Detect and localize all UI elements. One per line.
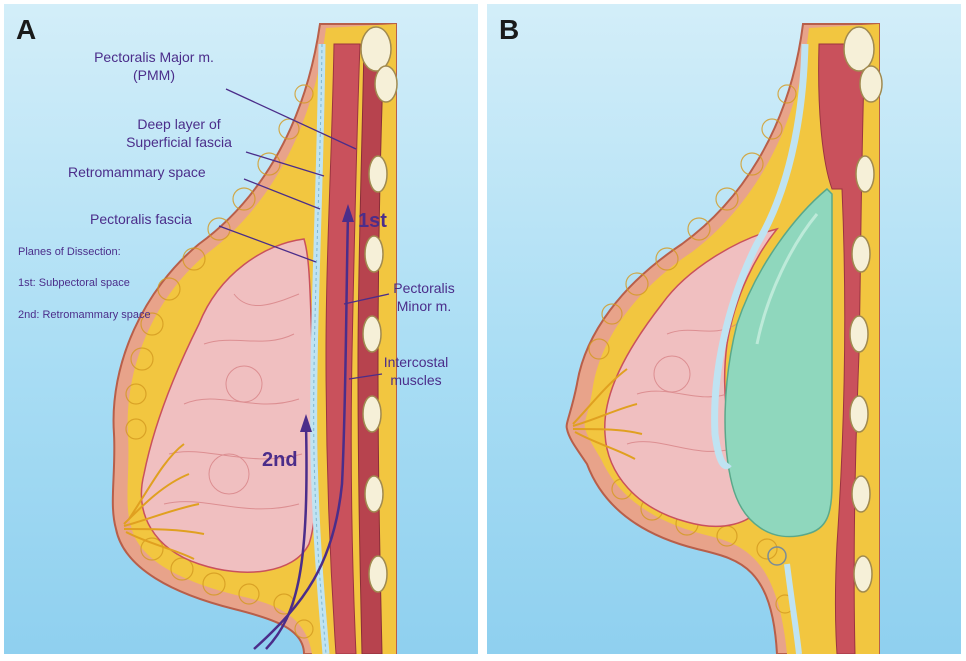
pectoralis-major-muscle xyxy=(325,43,361,654)
gland-texture xyxy=(163,293,303,510)
deep-layer-label: Deep layer of Superficial fascia xyxy=(109,115,249,151)
ribs xyxy=(360,26,398,593)
retromammary-label: Retromammary space xyxy=(68,164,206,180)
planes-title: Planes of Dissection: xyxy=(18,246,121,258)
deep-layer-label-line2: Superficial fascia xyxy=(126,134,232,150)
milk-ducts xyxy=(572,368,643,460)
arrow-head-2nd xyxy=(300,414,312,432)
panel-a-letter: A xyxy=(16,14,37,45)
superficial-fascia xyxy=(711,43,809,470)
pectoralis-fascia-label: Pectoralis fascia xyxy=(90,211,192,227)
panel-b-illustration xyxy=(565,23,883,654)
panel-b: B xyxy=(487,4,961,654)
fat-globules xyxy=(125,84,314,639)
ribs xyxy=(843,26,883,593)
pectoralis-minor-label-line1: Pectoralis xyxy=(393,280,455,296)
pectoralis-minor-label: Pectoralis Minor m. xyxy=(384,279,464,315)
arrow-head-1st xyxy=(342,204,354,222)
pectoralis-minor-label-line2: Minor m. xyxy=(396,298,452,314)
fascia-lower xyxy=(784,563,802,654)
pmm-label-line1: Pectoralis Major m. xyxy=(94,49,214,65)
panel-a: A Pectoralis Major m. (PMM) Deep layer o… xyxy=(4,4,478,654)
pointer-lines xyxy=(218,88,390,380)
plane-first: 1st: Subpectoral space xyxy=(18,277,130,289)
pmm-label: Pectoralis Major m. (PMM) xyxy=(74,48,234,84)
panel-b-letter: B xyxy=(499,14,520,45)
arrow-label-2nd: 2nd xyxy=(262,449,298,471)
implant-highlight xyxy=(755,213,819,345)
plane-second: 2nd: Retromammary space xyxy=(18,309,151,321)
fascia-line xyxy=(313,43,327,654)
intercostal-label: Intercostal muscles xyxy=(376,353,456,389)
milk-ducts xyxy=(123,443,205,560)
breast-implant xyxy=(724,187,833,538)
dissection-arrows xyxy=(253,213,350,650)
arrow-label-1st: 1st xyxy=(358,210,387,232)
pmm-label-line2: (PMM) xyxy=(133,67,175,83)
intercostal-label-line2: muscles xyxy=(390,372,442,388)
inframammary-marker xyxy=(767,546,787,566)
intercostal-label-line1: Intercostal xyxy=(383,354,449,370)
deep-layer-label-line1: Deep layer of xyxy=(137,116,221,132)
panel-a-illustration xyxy=(111,23,398,654)
